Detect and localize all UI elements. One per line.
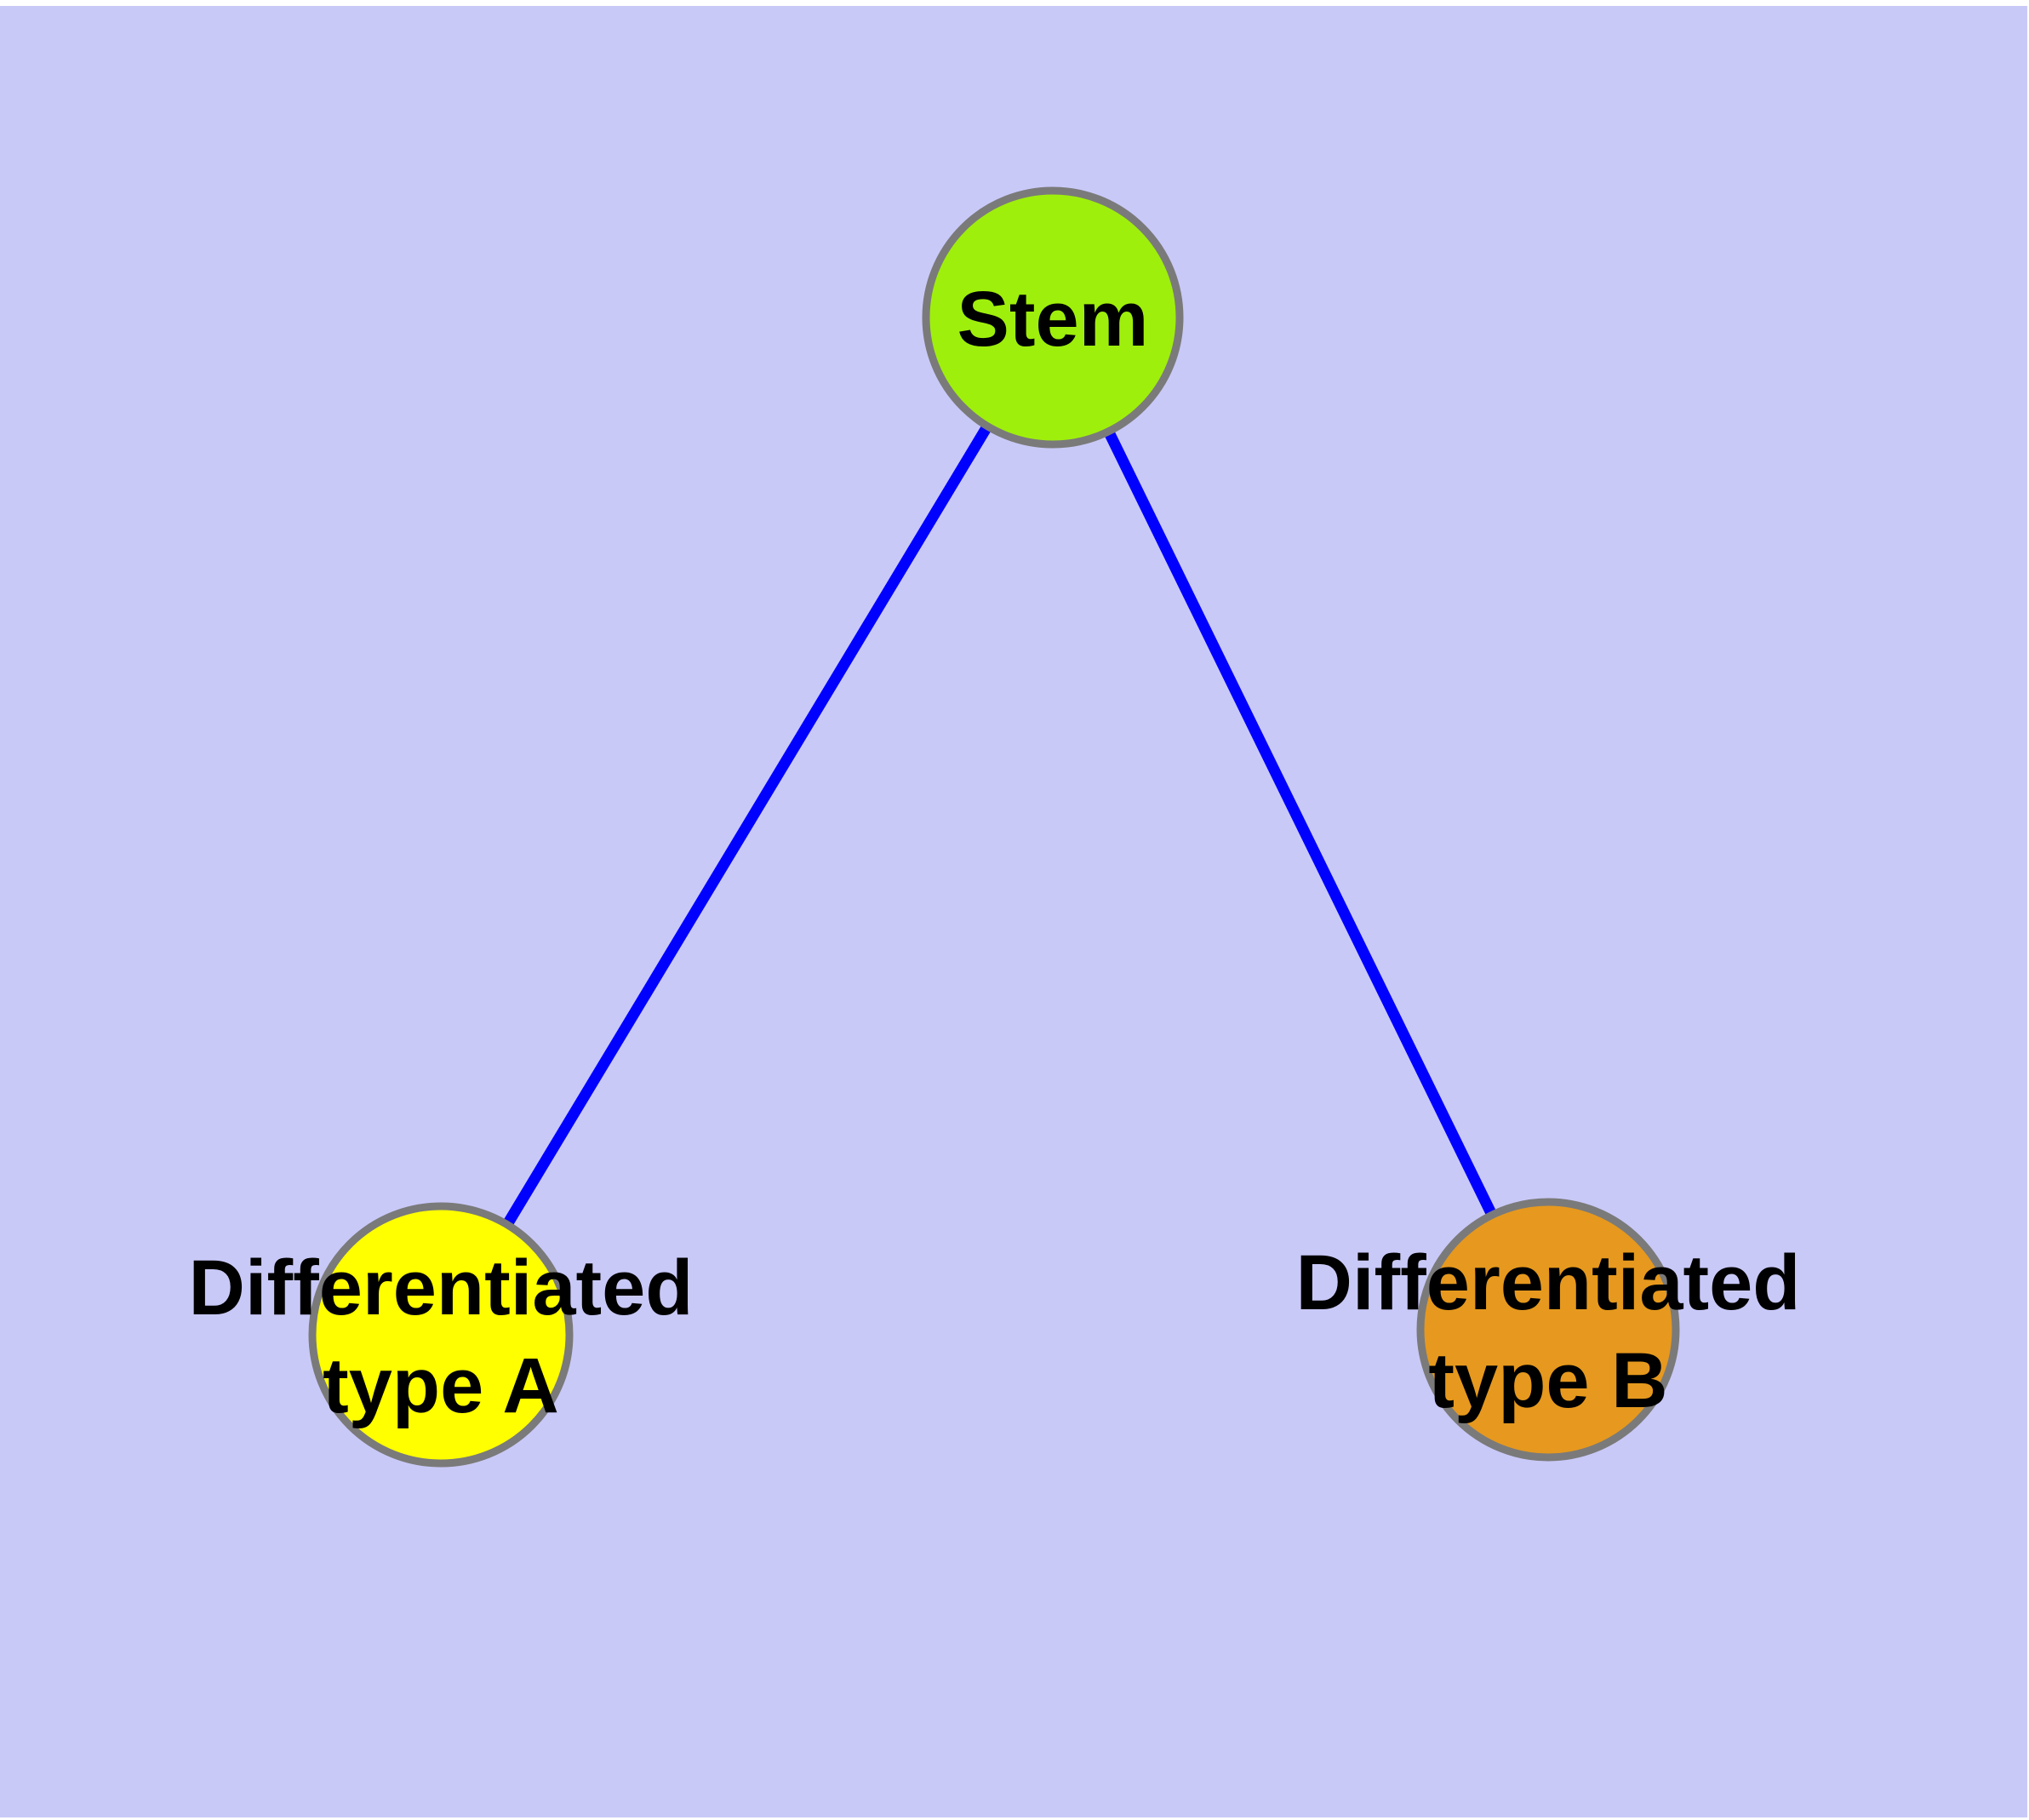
node-stem	[922, 186, 1184, 449]
label-group: Stem Differentiated type A Differentiate…	[189, 276, 1801, 1429]
node-type-a-label-line2: type A	[323, 1342, 559, 1429]
node-type-b-label-line1: Differentiated	[1296, 1239, 1801, 1326]
edge-stem-to-type-a	[436, 314, 1058, 1338]
node-type-a-label-line1: Differentiated	[189, 1245, 694, 1331]
edge-group	[436, 314, 1553, 1338]
node-differentiated-type-b	[1416, 1198, 1680, 1462]
node-type-b-label-line2: type B	[1428, 1337, 1667, 1424]
node-stem-label: Stem	[957, 276, 1149, 363]
node-differentiated-type-a	[308, 1202, 574, 1468]
edge-stem-to-type-b	[1048, 315, 1553, 1332]
node-group	[308, 186, 1680, 1468]
